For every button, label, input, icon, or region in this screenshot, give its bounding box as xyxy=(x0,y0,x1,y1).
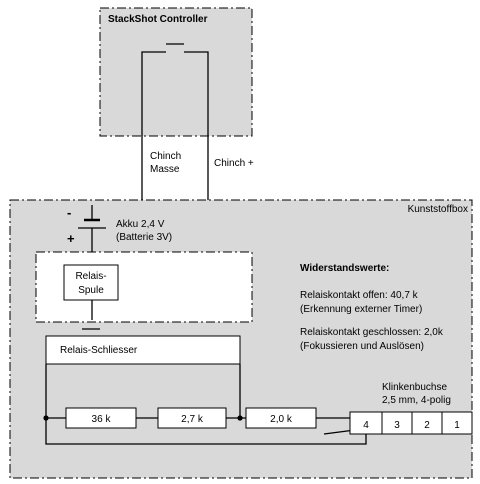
resistance-open-1: Relaiskontakt offen: 40,7 k xyxy=(300,290,419,301)
controller-title: StackShot Controller xyxy=(108,14,208,25)
resistor-r3-label: 2,0 k xyxy=(270,414,293,425)
relay-coil-label-2: Spule xyxy=(78,285,104,296)
jack-pin-1 xyxy=(441,411,473,435)
battery-plus-sign: + xyxy=(67,231,75,246)
junction-dot-left xyxy=(43,415,49,421)
relay-contact-box xyxy=(45,335,241,365)
battery-label-1: Akku 2,4 V xyxy=(116,219,165,230)
resistor-r3 xyxy=(245,407,317,429)
junction-dot-mid xyxy=(237,415,243,421)
battery-label-2: (Batterie 3V) xyxy=(116,232,172,243)
relay-coil-box xyxy=(63,264,119,301)
jack-pin-4-label: 4 xyxy=(363,420,369,431)
jack-pin-2-label: 2 xyxy=(424,420,430,431)
battery-minus-sign: - xyxy=(67,205,71,220)
cinch-ground-label-2: Masse xyxy=(150,164,180,175)
jack-label-1: Klinkenbuchse xyxy=(382,382,447,393)
plastic-box-label: Kunststoffbox xyxy=(408,204,468,215)
resistor-r2 xyxy=(157,407,227,429)
jack-label-2: 2,5 mm, 4-polig xyxy=(382,395,451,406)
jack-pin-3-label: 3 xyxy=(394,420,400,431)
resistor-r1 xyxy=(65,407,137,429)
resistance-open-2: (Erkennung externer Timer) xyxy=(300,304,422,315)
relay-contact-label: Relais-Schliesser xyxy=(60,345,138,356)
resistance-closed-1: Relaiskontakt geschlossen: 2,0k xyxy=(300,327,444,338)
jack-pin-1-label: 1 xyxy=(454,420,460,431)
cinch-plus-label: Chinch + xyxy=(214,158,254,169)
controller-box xyxy=(99,7,253,137)
cinch-ground-label-1: Chinch xyxy=(150,151,181,162)
relay-coil-label-1: Relais- xyxy=(75,271,106,282)
resistor-r2-label: 2,7 k xyxy=(181,414,204,425)
main-wiring xyxy=(45,364,387,445)
resistor-r1-label: 36 k xyxy=(92,414,112,425)
resistance-closed-2: (Fokussieren und Auslösen) xyxy=(300,341,424,352)
resistance-heading: Widerstandswerte: xyxy=(300,263,389,274)
